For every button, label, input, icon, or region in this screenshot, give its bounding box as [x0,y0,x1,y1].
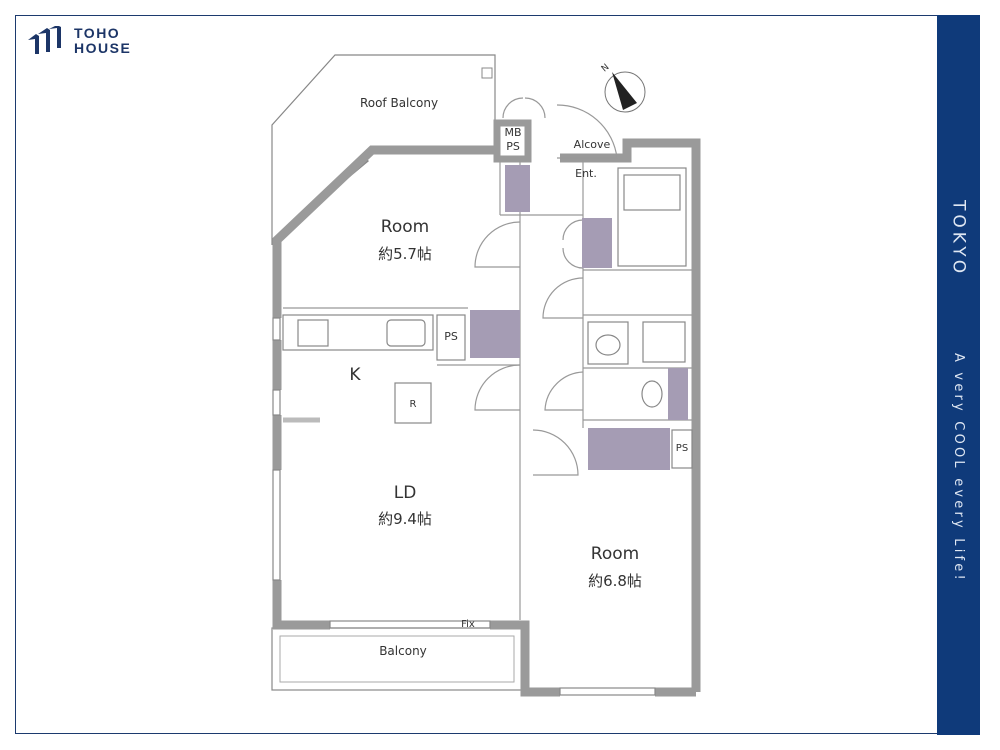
fix-window-label: Fix [461,619,475,630]
room1-name: Room [381,217,429,237]
logo-line-2: HOUSE [74,40,132,56]
room2-ps-box [671,429,693,469]
fridge-label: R [410,399,417,410]
balcony-inner [279,635,515,683]
toilet-icon [641,380,663,408]
logo-line-1: TOHO [74,25,121,41]
kitchen-label: K [349,365,361,385]
windows [272,317,656,696]
kitchen-ps-label: PS [444,330,458,343]
room2-name: Room [591,544,639,564]
alcove-label: Alcove [574,138,611,151]
balcony-outline [271,627,523,691]
roof-balcony-outline [271,54,496,245]
toho-house-logo: TOHO HOUSE [26,26,131,56]
room1-size: 約5.7帖 [378,245,432,263]
room2-size: 約6.8帖 [588,572,642,590]
entrance-label: Ent. [575,167,597,180]
ld-name: LD [394,483,417,503]
roof-balcony-label: Roof Balcony [360,96,438,110]
kitchen-ps-box [436,314,466,361]
fixtures [282,167,693,469]
compass-north-label: N [600,62,612,74]
ld-size: 約9.4帖 [378,510,432,528]
interior-lines [283,97,692,620]
storage-areas [470,165,688,470]
fridge-space [394,382,432,424]
mb-label: MB [504,126,521,139]
balcony-label: Balcony [379,644,427,658]
sidebar-slogan: A very COOL every Life! [951,353,966,583]
drain [481,67,493,79]
sidebar-city: TOKYO [948,200,969,278]
room2-ps-label: PS [676,443,688,454]
mb-ps-label: PS [506,140,520,153]
logo-mark-icon [28,26,61,54]
walls [272,119,701,697]
sink-icon [386,319,426,347]
kitchen-counter [282,314,434,351]
stove-icon [297,319,329,347]
bathtub-icon [617,167,687,267]
brand-sidebar: TOKYO A very COOL every Life! [937,15,980,735]
washer-icon [642,321,686,363]
north-compass-icon: N [600,62,646,113]
washbasin-icon [587,321,629,365]
